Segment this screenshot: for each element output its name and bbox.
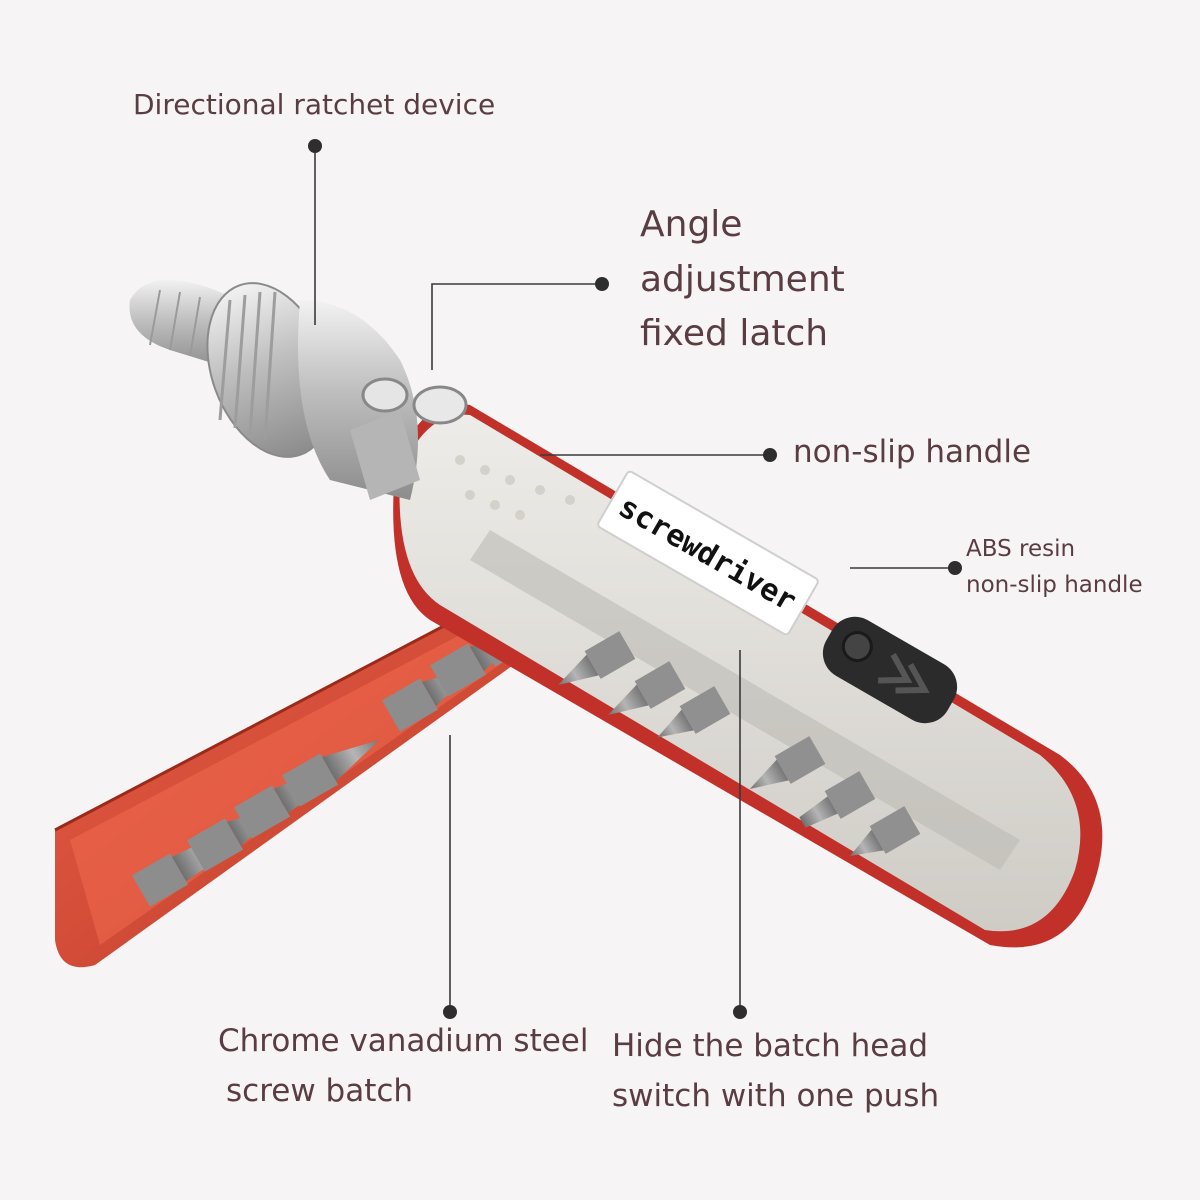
leader-chrome (443, 735, 457, 1019)
callout-non-slip-handle: non-slip handle (793, 432, 1031, 474)
callout-handle-text: non-slip handle (793, 434, 1032, 470)
callout-angle-line-1: Angle (640, 204, 743, 245)
callout-chrome-vanadium: Chrome vanadium steel screw batch (218, 1017, 589, 1116)
callout-abs-resin: ABS resin non-slip handle (966, 532, 1143, 603)
callout-chrome-line-1: Chrome vanadium steel (218, 1023, 589, 1059)
callout-ratchet: Directional ratchet device (133, 86, 495, 124)
handle: screwdriver (393, 403, 1103, 948)
leader-ratchet (308, 139, 322, 325)
callout-angle-line-3: fixed latch (640, 313, 829, 355)
callout-hide-switch: Hide the batch head switch with one push (612, 1022, 939, 1121)
callout-angle-line-2: adjustment (640, 258, 845, 300)
callout-hide-line-2: switch with one push (612, 1077, 940, 1114)
leader-handle (540, 448, 777, 462)
callout-ratchet-text: Directional ratchet device (133, 88, 496, 121)
callout-abs-line-1: ABS resin (966, 536, 1076, 562)
leader-hide (733, 650, 747, 1019)
callout-angle-latch: Angle adjustment fixed latch (640, 198, 845, 362)
callout-abs-line-2: non-slip handle (966, 571, 1143, 598)
callout-hide-line-1: Hide the batch head (612, 1028, 929, 1064)
bit-row-handle (558, 631, 921, 856)
leader-abs (850, 561, 962, 575)
leader-angle (431, 277, 609, 370)
callout-chrome-line-2: screw batch (226, 1072, 414, 1109)
ratchet-head (129, 279, 468, 500)
